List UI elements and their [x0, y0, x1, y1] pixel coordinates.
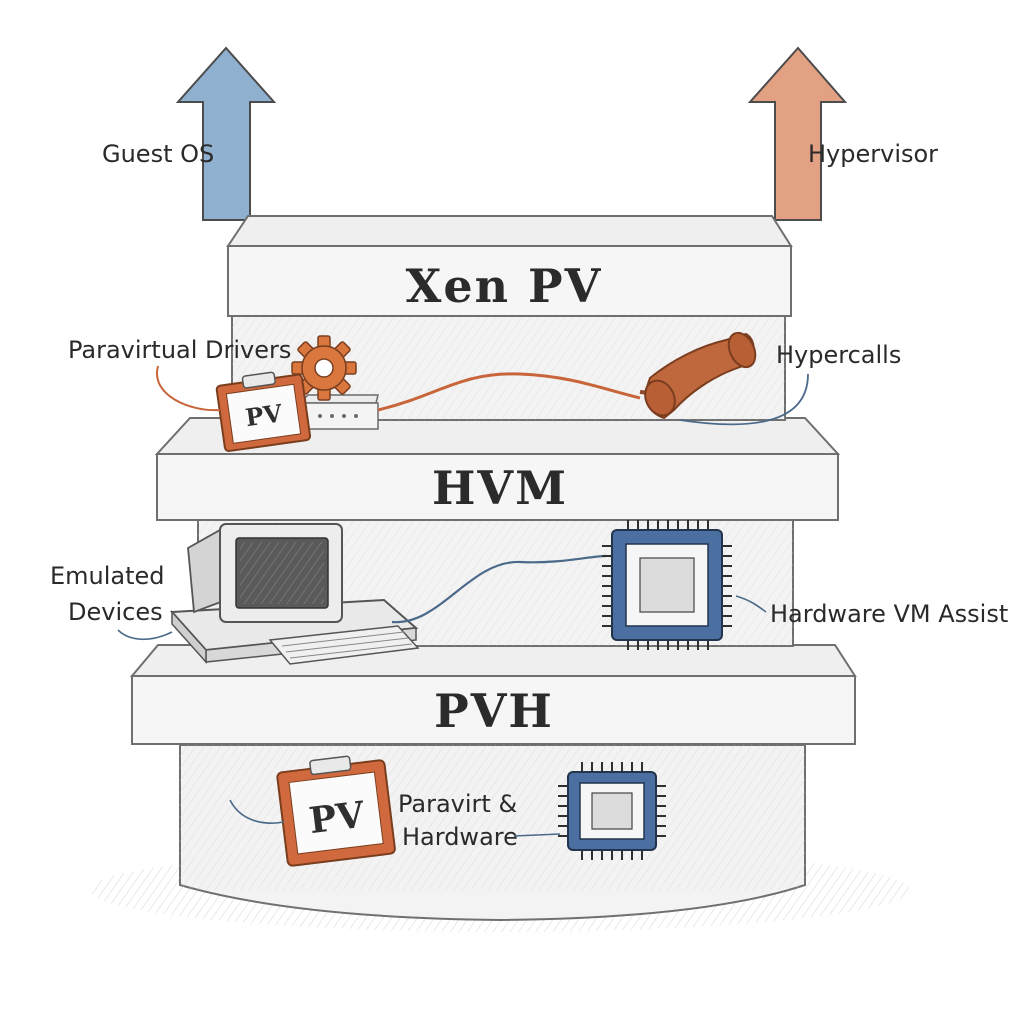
tier-pvh-title: PVH [434, 684, 554, 738]
tier-pvh: PVH [129, 644, 857, 922]
computer-icon [169, 523, 420, 665]
tier-xen-pv-slab-top [226, 215, 793, 247]
pv-badge-top: PV [244, 398, 285, 432]
paravirt-hardware-label-line2: Hardware [402, 823, 518, 851]
paravirtual-drivers-leader [155, 365, 221, 412]
paravirt-hardware-label-line1: Paravirt & [398, 790, 517, 818]
tier-xen-pv: Xen PV [226, 215, 793, 421]
paravirt-hardware-leader [513, 833, 561, 837]
tier-hvm-title: HVM [432, 461, 568, 515]
pvh-left-leader [229, 799, 285, 824]
emulated-devices-label-line1: Emulated [50, 562, 165, 590]
hardware-vm-assist-leader [735, 595, 767, 613]
hypervisor-arrow [747, 46, 848, 221]
guest-os-arrow-shape [175, 46, 277, 221]
cpu-chip-icon-bottom [558, 762, 666, 860]
hypercalls-label: Hypercalls [776, 341, 901, 369]
hypervisor-arrow-shape [747, 46, 848, 221]
tier-xen-pv-title: Xen PV [406, 259, 603, 313]
tier-hvm-slab [156, 453, 839, 521]
gear-icon [291, 335, 357, 401]
hypercall-cable [377, 372, 641, 412]
hardware-vm-assist-label: Hardware VM Assist [770, 600, 1008, 628]
hypervisor-label: Hypervisor [808, 140, 938, 168]
phone-icon [639, 331, 757, 420]
tier-pvh-slab [131, 675, 856, 745]
pv-clipboard-top: PV [215, 371, 312, 452]
emulated-devices-label-line2: Devices [68, 598, 163, 626]
pv-badge-bottom: PV [307, 794, 368, 843]
paravirtual-drivers-label: Paravirtual Drivers [68, 336, 291, 364]
assist-cable [391, 554, 607, 624]
tier-xen-pv-slab [227, 245, 792, 317]
guest-os-label: Guest OS [102, 140, 214, 168]
emulated-devices-leader [117, 629, 173, 641]
driver-device-box [298, 394, 379, 430]
hypercalls-leader [679, 373, 809, 426]
cpu-chip-icon-middle [602, 520, 732, 650]
pv-clipboard-bottom: PV [276, 755, 396, 867]
guest-os-arrow [175, 46, 277, 221]
